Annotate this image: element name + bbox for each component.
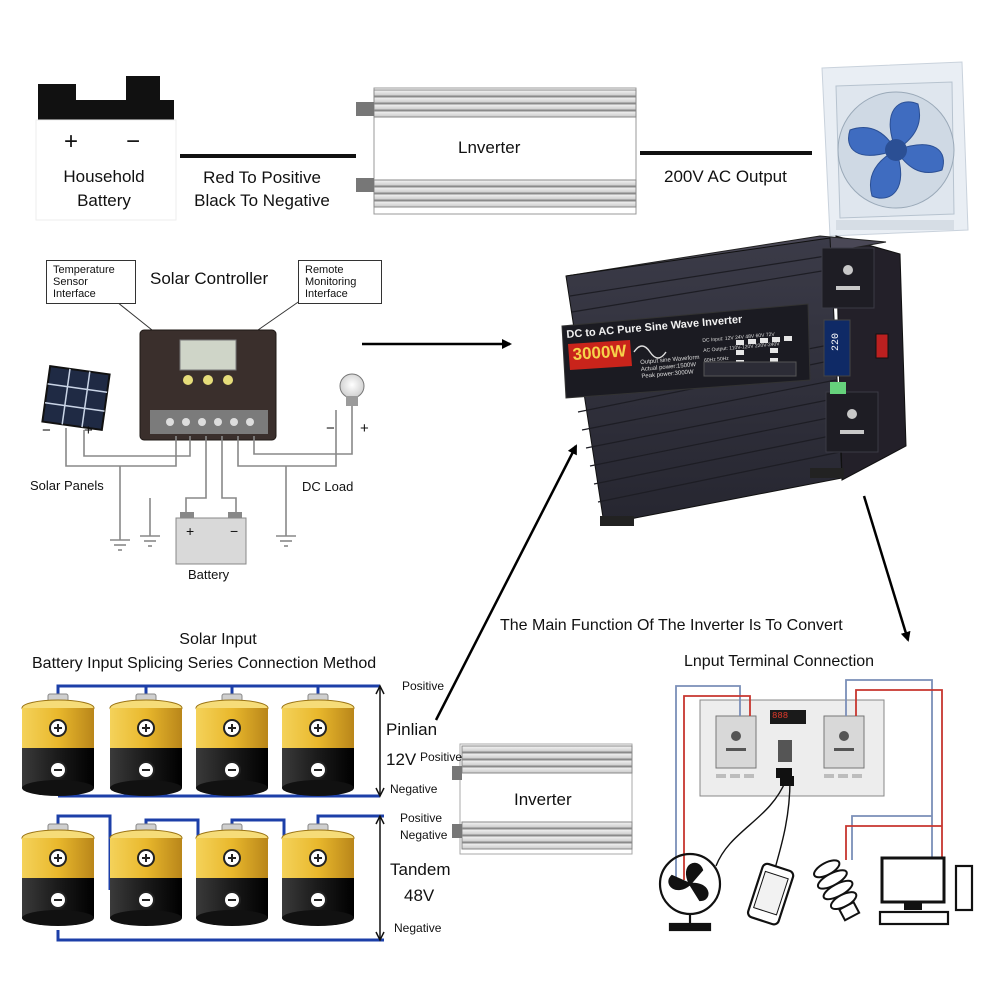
battery-cell bbox=[21, 693, 95, 796]
load-minus-sign: − bbox=[326, 420, 335, 437]
ac-output-label: 200V AC Output bbox=[664, 167, 787, 186]
energy-saving-bulb-icon bbox=[813, 859, 861, 922]
remote-callout-line1: Remote bbox=[305, 264, 344, 276]
panel-minus-sign: − bbox=[42, 422, 51, 439]
battery-cell bbox=[281, 693, 355, 796]
wiring-instruction-line2: Black To Negative bbox=[194, 191, 330, 210]
ac-output-option-220v: 220V-240V bbox=[754, 341, 780, 350]
battery-cell bbox=[281, 823, 355, 926]
series-positive-label: Positive bbox=[400, 811, 443, 825]
series-label: Tandem bbox=[390, 860, 451, 879]
small-battery-label: Battery bbox=[188, 567, 230, 582]
dc-input-label: DC Input: bbox=[702, 336, 724, 344]
inverter-positive-label-top: Positive bbox=[420, 750, 463, 764]
mobile-phone-icon bbox=[746, 862, 795, 926]
bottom-inverter-icon bbox=[452, 743, 633, 855]
battery-cell bbox=[195, 693, 269, 796]
dc-input-option-12v: 12V bbox=[724, 335, 734, 343]
temperature-callout-line3: Interface bbox=[53, 288, 96, 300]
household-battery-label-line1: Household bbox=[63, 167, 145, 186]
inverter-to-terminal-arrow bbox=[862, 495, 911, 642]
solar-panels-label: Solar Panels bbox=[30, 478, 104, 493]
dc-input-option-72v: 72V bbox=[765, 331, 776, 339]
voltage-dimension-lines bbox=[375, 684, 385, 942]
parallel-negative-label: Negative bbox=[390, 782, 438, 796]
inverter-3000w-product bbox=[561, 235, 907, 526]
temperature-callout-line1: Temperature bbox=[53, 264, 115, 276]
wiring-instruction-line1: Red To Positive bbox=[203, 168, 321, 187]
series-negative-label: Negative bbox=[394, 921, 442, 935]
product-lcd-readout: 220 bbox=[831, 332, 842, 351]
remote-leader-line bbox=[257, 297, 305, 331]
dc-load-label: DC Load bbox=[302, 479, 354, 494]
temperature-callout-line2: Sensor bbox=[53, 276, 88, 288]
main-function-caption: The Main Function Of The Inverter Is To … bbox=[500, 617, 843, 634]
svg-text:+: + bbox=[186, 523, 194, 539]
series-connection-subtitle: Battery Input Splicing Series Connection… bbox=[32, 655, 377, 672]
temperature-sensor-callout: Temperature Sensor Interface bbox=[46, 260, 136, 304]
solar-controller-title: Solar Controller bbox=[150, 269, 269, 288]
battery-cell bbox=[195, 823, 269, 926]
inverter-negative-label: Negative bbox=[400, 828, 448, 842]
input-terminal-title: Lnput Terminal Connection bbox=[684, 653, 875, 670]
terminal-wiring bbox=[675, 679, 943, 880]
svg-text:−: − bbox=[230, 523, 238, 539]
product-power-badge: 3000W bbox=[572, 341, 628, 364]
battery-cell bbox=[21, 823, 95, 926]
top-inverter-icon bbox=[356, 87, 637, 215]
batteries-to-inverter-arrow bbox=[434, 444, 578, 721]
battery-minus-sign: − bbox=[126, 128, 141, 155]
ac-output-spec-label: AC Output: bbox=[703, 345, 729, 354]
battery-cell bbox=[109, 823, 183, 926]
battery-plus-sign: + bbox=[64, 128, 79, 155]
dc-input-option-48v: 48V bbox=[745, 333, 755, 341]
top-inverter-label: Lnverter bbox=[458, 138, 521, 157]
battery-cell bbox=[109, 693, 183, 796]
solar-controller-icon bbox=[139, 329, 277, 441]
small-battery-icon: + − bbox=[175, 512, 247, 565]
dc-input-option-24v: 24V bbox=[734, 334, 745, 342]
remote-callout-line3: Interface bbox=[305, 288, 348, 300]
household-battery-label-line2: Battery bbox=[77, 191, 131, 210]
solar-input-title: Solar Input bbox=[179, 631, 257, 648]
dc-load-bulb-icon bbox=[339, 373, 365, 406]
parallel-positive-label: Positive bbox=[402, 679, 445, 693]
box-fan-icon bbox=[821, 61, 969, 237]
parallel-label: Pinlian bbox=[386, 720, 438, 739]
frequency-option-60hz: 60Hz bbox=[703, 356, 717, 364]
solar-panel-icon bbox=[41, 364, 111, 432]
remote-monitoring-callout: Remote Monitoring Interface bbox=[298, 260, 382, 304]
bottom-inverter-label: Inverter bbox=[514, 790, 572, 809]
dc-input-option-60v: 60V bbox=[755, 332, 765, 340]
load-plus-sign: + bbox=[360, 420, 369, 437]
ac-output-option-110v: 110V-120V bbox=[729, 343, 754, 352]
computer-icon bbox=[878, 856, 974, 926]
desk-fan-icon bbox=[658, 852, 722, 932]
ground-symbols bbox=[110, 535, 296, 551]
series-voltage: 48V bbox=[404, 886, 435, 905]
power-plug-icon bbox=[780, 776, 794, 786]
panel-plus-sign: + bbox=[84, 422, 93, 439]
household-battery-icon bbox=[35, 76, 177, 221]
parallel-voltage: 12V bbox=[386, 750, 417, 769]
controller-wiring bbox=[65, 406, 353, 540]
battery-cells bbox=[21, 693, 355, 926]
remote-callout-line2: Monitoring bbox=[305, 276, 357, 288]
frequency-option-50hz: 50Hz bbox=[716, 355, 730, 363]
terminal-display-readout: 888 bbox=[772, 711, 789, 721]
